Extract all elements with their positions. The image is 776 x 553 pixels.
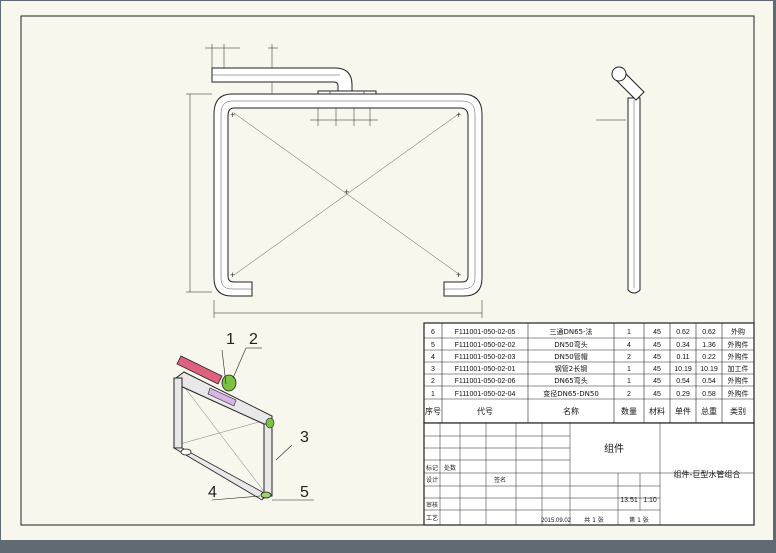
bom-cell-seq: 2	[431, 378, 435, 385]
balloon-4: 4	[208, 484, 217, 501]
bom-cell-unit: 0.29	[676, 391, 690, 398]
drawing-border	[20, 15, 755, 526]
bom-cell-category: 加工件	[728, 364, 749, 373]
svg-text:+: +	[230, 270, 235, 280]
label-mark-b: 处数	[444, 464, 456, 472]
bom-cell-seq: 4	[431, 354, 435, 361]
label-sign: 签名	[494, 476, 506, 484]
bom-cell-total: 0.58	[702, 391, 716, 398]
bom-row: 2 F111001-050-02-06 DN65弯头 1 45 0.54 0.54 外购件	[431, 376, 748, 385]
bom-cell-code: F111001-050-02-05	[455, 329, 516, 336]
date-value: 2015.09.02	[541, 518, 572, 524]
header-material: 材料	[649, 406, 665, 416]
bom-cell-code: F111001-050-02-03	[455, 354, 516, 361]
bom-cell-material: 45	[653, 329, 661, 336]
bom-cell-seq: 3	[431, 366, 435, 373]
bom-cell-name: DN50管帽	[554, 352, 588, 361]
bom-cell-unit: 0.34	[676, 342, 690, 349]
svg-text:+: +	[230, 110, 235, 120]
bom-cell-name: DN65弯头	[554, 376, 588, 385]
label-design: 设计	[426, 476, 438, 484]
svg-text:+: +	[456, 270, 461, 280]
header-unit: 单件	[675, 406, 691, 416]
bom-cell-qty: 4	[627, 342, 631, 349]
bom-cell-unit: 0.62	[676, 329, 690, 336]
bom-cell-code: F111001-050-02-06	[455, 378, 516, 385]
header-name: 名称	[563, 406, 579, 416]
bom-row: 6 F111001-050-02-05 三通DN65-法 1 45 0.62 0.62 外购	[431, 327, 745, 336]
bom-cell-total: 1.36	[702, 342, 716, 349]
bom-cell-category: 外购件	[728, 340, 749, 349]
header-category: 类别	[730, 406, 746, 416]
bom-cell-seq: 5	[431, 342, 435, 349]
bom-cell-category: 外购	[731, 327, 745, 336]
front-view: + + + + +	[186, 44, 483, 318]
svg-text:+: +	[344, 187, 349, 197]
bom-cell-name: 三通DN65-法	[549, 327, 592, 336]
bom-cell-total: 0.54	[702, 378, 716, 385]
bom-cell-name: 变径DN65-DN50	[543, 389, 599, 398]
bom-row: 4 F111001-050-02-03 DN50管帽 2 45 0.11 0.22 外购件	[431, 352, 748, 361]
bom-cell-material: 45	[653, 378, 661, 385]
header-seq: 序号	[425, 406, 441, 416]
bom-cell-material: 45	[653, 354, 661, 361]
bom-row: 3 F111001-050-02-01 钢管2长钢 1 45 10.19 10.19 加工件	[431, 364, 748, 373]
balloon-2: 2	[249, 331, 258, 348]
bom-cell-category: 外购件	[728, 352, 749, 361]
bom-cell-category: 外购件	[728, 376, 749, 385]
bom-cell-total: 0.62	[702, 329, 716, 336]
bom-cell-qty: 2	[627, 391, 631, 398]
bom-cell-unit: 10.19	[674, 366, 692, 373]
balloon-3: 3	[300, 429, 309, 446]
balloon-5: 5	[300, 484, 309, 501]
bom-row: 1 F111001-050-02-04 变径DN65-DN50 2 45 0.29 0.58…	[431, 389, 748, 398]
bom-cell-seq: 1	[431, 391, 435, 398]
weight-value: 13.51	[620, 497, 638, 504]
bom-header-row: 序号 代号 名称 数量 材料 单件 总重 类别	[425, 406, 746, 416]
header-total: 总重	[701, 406, 717, 416]
svg-text:+: +	[456, 110, 461, 120]
bom-cell-material: 45	[653, 391, 661, 398]
bom-cell-material: 45	[653, 366, 661, 373]
label-review: 审核	[426, 501, 438, 509]
bom-cell-name: DN50弯头	[554, 340, 588, 349]
bom-cell-seq: 6	[431, 329, 435, 336]
header-code: 代号	[477, 406, 493, 416]
title-block: 标记 处数 设计 签名 审核 工艺 组件 组件-巨型水管组合 13.51 1:1…	[423, 422, 755, 526]
isometric-view	[172, 347, 314, 501]
bom-cell-category: 外购件	[728, 389, 749, 398]
bom-cell-qty: 1	[627, 329, 631, 336]
bom-cell-total: 0.22	[702, 354, 716, 361]
bom-cell-qty: 1	[627, 366, 631, 373]
bom-cell-material: 45	[653, 342, 661, 349]
bom-cell-unit: 0.11	[676, 354, 689, 361]
bom-cell-total: 10.19	[700, 366, 718, 373]
label-process: 工艺	[426, 514, 438, 522]
bom-cell-qty: 2	[627, 354, 631, 361]
label-mark-a: 标记	[426, 464, 438, 472]
header-qty: 数量	[621, 406, 637, 416]
bom-cell-qty: 1	[627, 378, 631, 385]
sheet-total: 共 1 张	[584, 516, 604, 524]
sheet-number: 第 1 张	[629, 516, 649, 524]
drawing-name: 组件-巨型水管组合	[674, 469, 741, 479]
bom-cell-unit: 0.54	[676, 378, 690, 385]
bom-cell-name: 钢管2长钢	[555, 364, 587, 373]
bom-cell-code: F111001-050-02-04	[455, 391, 516, 398]
bom-cell-code: F111001-050-02-02	[455, 342, 516, 349]
bom-row: 5 F111001-050-02-02 DN50弯头 4 45 0.34 1.36 外购件	[431, 340, 748, 349]
bom-cell-code: F111001-050-02-01	[455, 366, 516, 373]
balloon-1: 1	[226, 331, 235, 348]
material-cell: 组件	[604, 442, 624, 455]
side-view	[596, 66, 645, 294]
scale-value: 1:10	[643, 497, 657, 504]
